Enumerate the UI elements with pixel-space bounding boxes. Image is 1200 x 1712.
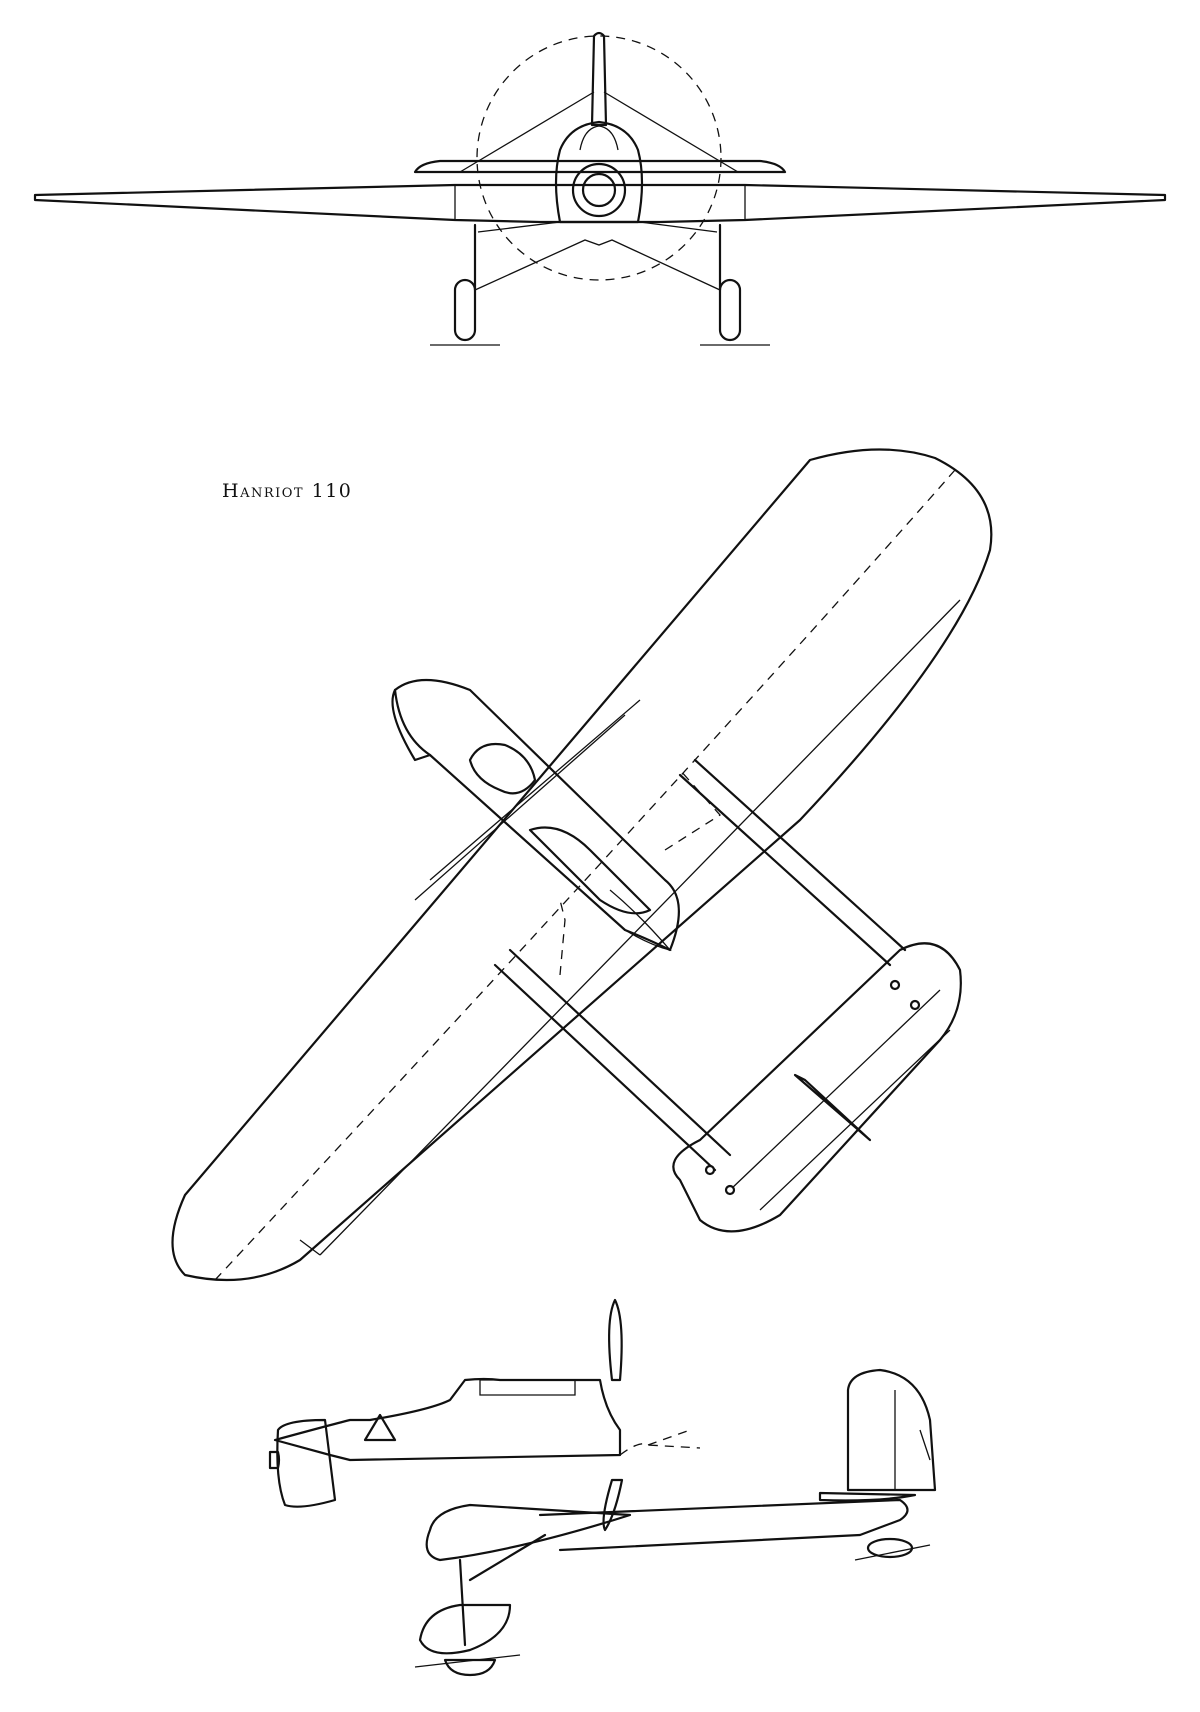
nacelle-tail [609,889,672,952]
tail-wheel [866,1537,914,1559]
plan-view [171,448,993,1282]
wing-spar-line [214,469,956,1281]
aileron-line [299,599,961,1256]
wheel-fairing [418,1603,512,1655]
aircraft-title: Hanriot 110 [222,480,353,502]
boom-left-inner [508,948,732,1157]
boom-right-inner [693,758,907,952]
rudder-hinge [894,1390,931,1490]
engine-cowl-plan [391,688,432,762]
elevator-lines [729,989,951,1211]
bracing-wires-upper [459,91,739,173]
gear-struts [473,223,722,292]
tail-boom-side [538,1498,909,1552]
cockpit-rear [528,826,652,915]
wing-side [425,1503,632,1562]
engine-cowl-side [276,1418,337,1508]
canopy-frame [479,1379,576,1396]
cockpit-opening [468,742,537,795]
propeller-blade [590,31,608,127]
front-view [33,31,1167,346]
spinner-side [268,1450,281,1470]
ground-line-tail [854,1544,931,1561]
fuselage-side [273,1377,622,1462]
ground-line-side [414,1654,521,1668]
engine-hub [581,172,617,208]
fuselage-nacelle-plan [393,678,680,952]
main-wheel [443,1658,497,1677]
tailplane-side [818,1491,917,1502]
boom-left-outer [493,963,717,1172]
tailplane [413,159,787,174]
hinge-point [909,999,921,1011]
internal-bracing [559,769,721,976]
hinge-point [704,1164,716,1176]
gear-bracing [474,239,721,291]
hinge-point [724,1184,736,1196]
main-gear-struts [458,1533,547,1647]
tailplane-plan [672,942,962,1233]
boom-right-outer [678,773,892,967]
propeller-upper [608,1298,623,1382]
prop-axis [619,1429,701,1456]
fuselage-front [554,120,644,224]
side-view [268,1298,937,1677]
fin-rudder [846,1368,937,1492]
right-wheel [718,278,742,342]
windscreen-side [363,1413,397,1442]
hinge-point [889,979,901,991]
engine-cowl-ring [571,162,627,218]
main-wing-plan [171,448,993,1282]
left-wheel [453,278,477,342]
wing-bracing-plan [414,699,641,901]
propeller-lower [602,1478,624,1532]
gear-diagonals [477,221,718,233]
fin-plan [793,1073,872,1142]
wing-center-section [454,185,746,220]
windscreen-front [579,125,619,151]
propeller-disc [476,35,722,281]
